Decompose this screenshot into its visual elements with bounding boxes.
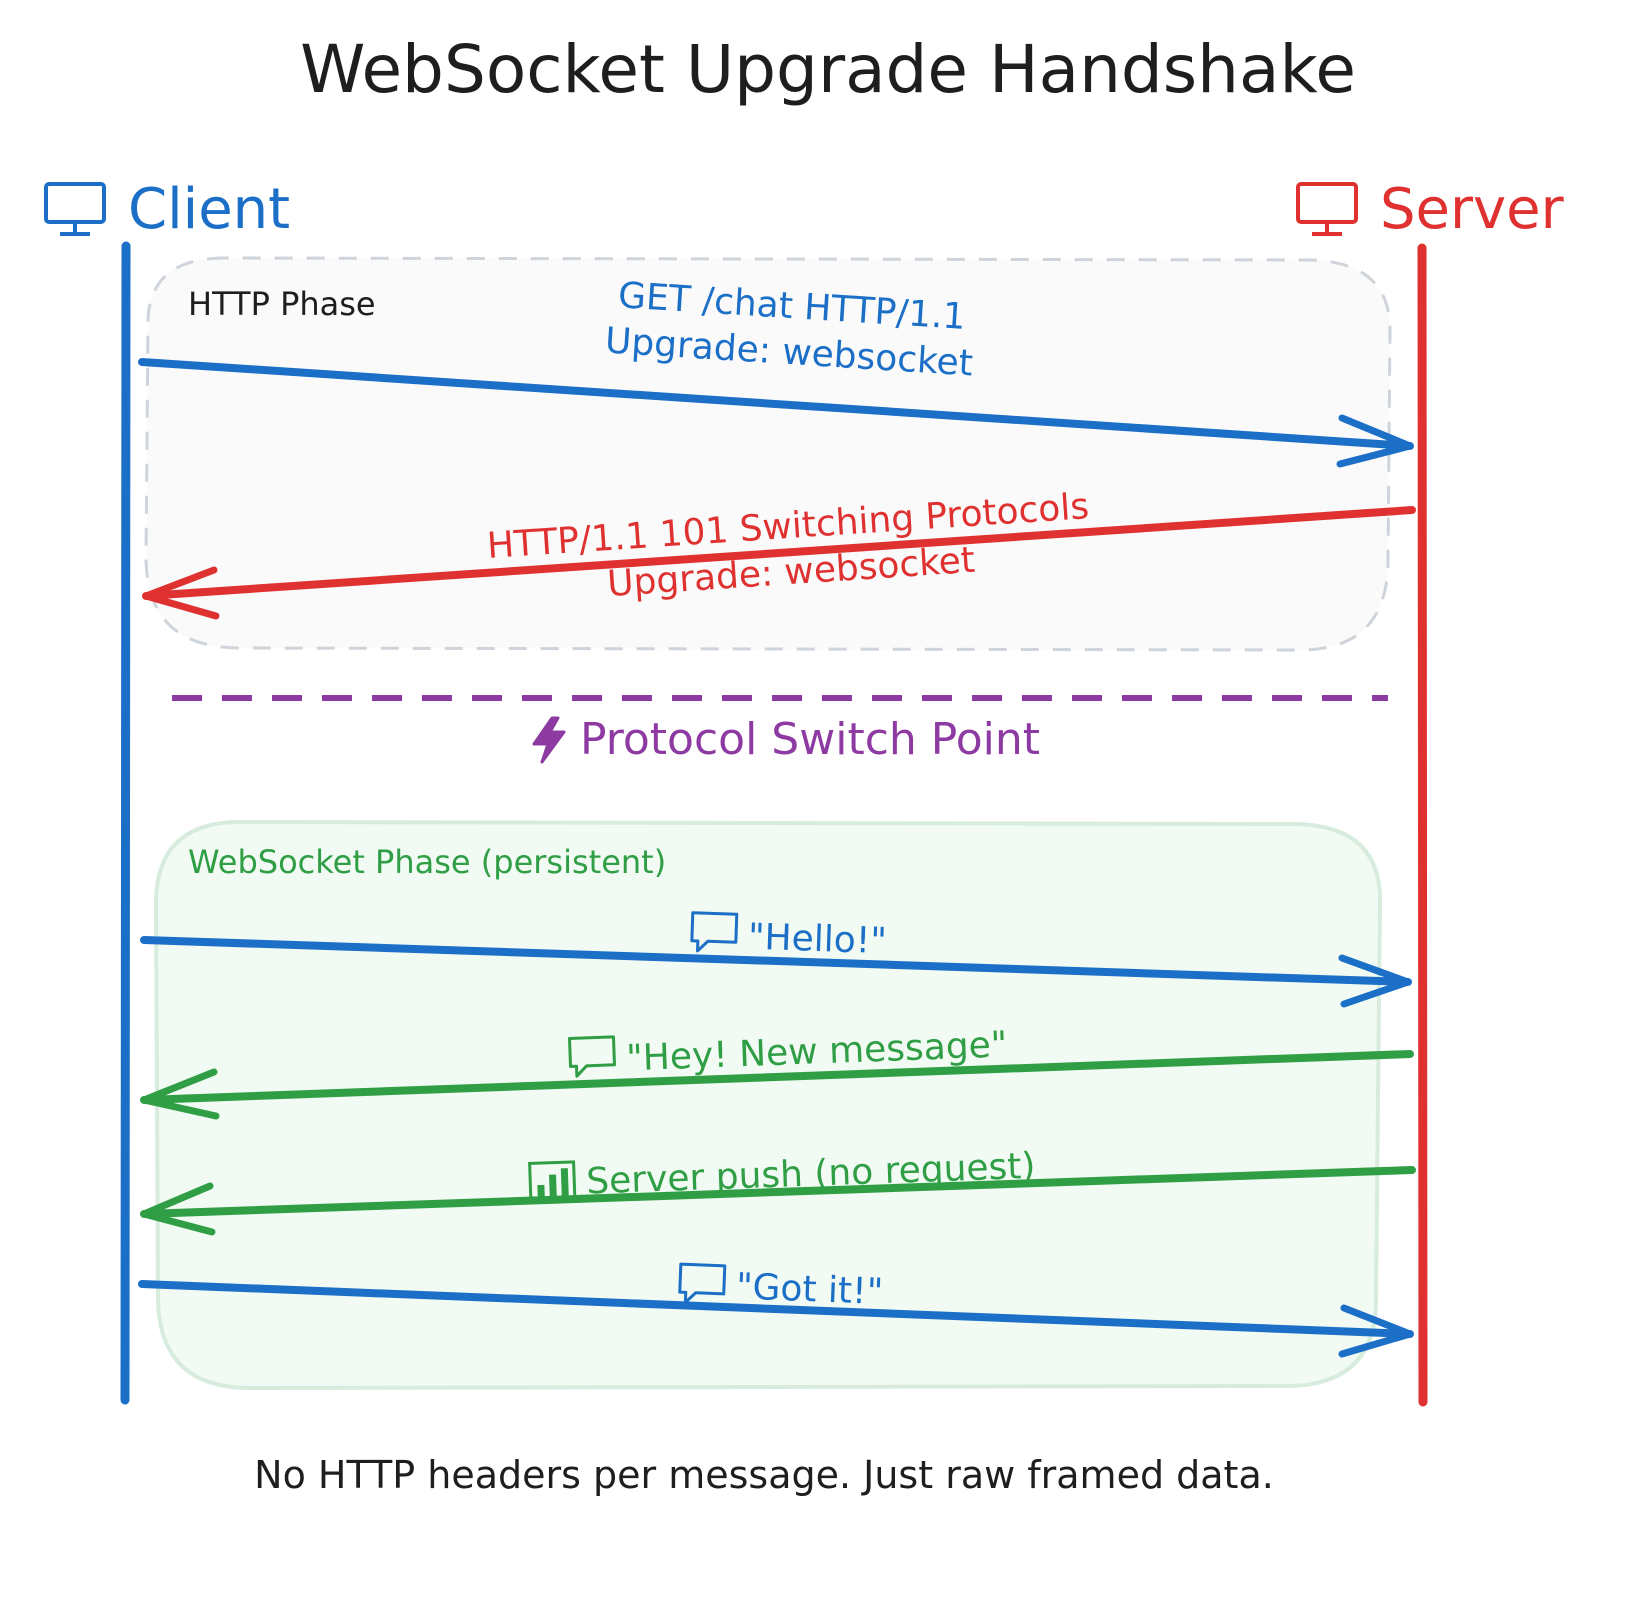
arrow-line [140,936,1412,986]
computer-icon [1296,182,1358,236]
http-phase-label: HTTP Phase [188,285,376,323]
websocket-phase-box [153,819,1383,1391]
message-got-it: "Got it!" [138,1262,1414,1358]
http-phase-box [144,256,1392,652]
actor-client-label: Client [128,177,290,242]
arrow-line [142,506,1416,600]
protocol-switch-label: Protocol Switch Point [580,714,1040,765]
arrow-line [140,1166,1416,1218]
page-title: WebSocket Upgrade Handshake [300,31,1356,108]
arrow-line [138,358,1414,450]
arrow-line [138,1280,1414,1338]
arrow-head [1336,414,1414,468]
lightning-icon [532,716,566,764]
client-lifeline [120,241,131,1405]
arrow-line [140,1050,1414,1104]
arrow-head [140,1068,220,1120]
arrow-head [1338,1304,1414,1358]
footer-note: No HTTP headers per message. Just raw fr… [254,1453,1274,1497]
computer-icon [44,182,106,236]
protocol-switch-point: Protocol Switch Point [532,714,1040,765]
message-label: "Hello!" [747,917,887,963]
actor-client: Client [44,177,290,242]
actor-server: Server [1296,177,1565,242]
arrow-head [142,566,220,620]
server-lifeline [1417,243,1428,1407]
message-label: "Got it!" [735,1266,884,1313]
actor-server-label: Server [1380,177,1565,242]
message-hello: "Hello!" [140,911,1412,1008]
arrow-head [140,1182,216,1236]
websocket-phase-label: WebSocket Phase (persistent) [188,843,666,881]
arrow-head [1338,954,1412,1008]
